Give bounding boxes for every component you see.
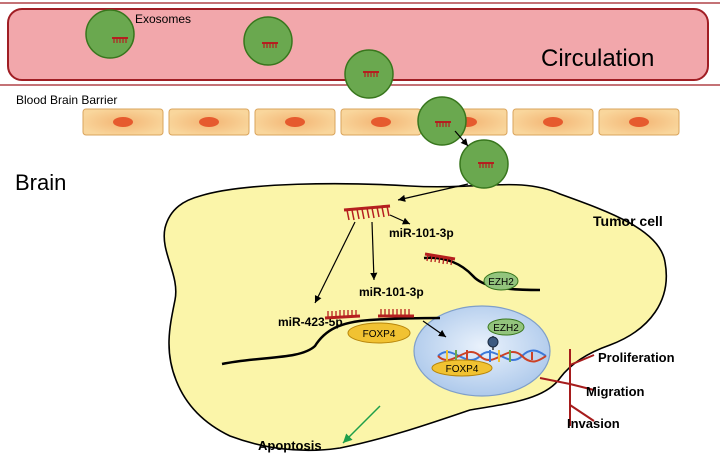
exosome [417,96,467,146]
mirna-upper-duplex [424,252,456,266]
tumor-cell-label: Tumor cell [593,213,663,229]
mir101-lower-label: miR-101-3p [359,285,424,299]
arrow-into-nucleus [422,320,447,338]
exosome [459,139,509,189]
proliferation-label: Proliferation [598,350,675,365]
ezh2-nucleus [487,318,525,336]
circulation-label: Circulation [541,45,654,72]
inhibition-bracket [539,349,595,426]
ezh2-cytoplasm [483,271,519,291]
foxp4-nucleus [431,359,493,377]
dna-helix [437,349,547,363]
exosomes-label: Exosomes [135,12,191,26]
mir101-upper-label: miR-101-3p [389,226,454,240]
endothelial-cell [340,108,422,136]
mir101-lower-duplex [378,309,414,318]
invasion-label: Invasion [567,416,620,431]
foxp4-cytoplasm-label: FOXP4 [363,329,396,340]
arrow-exosome-cross [454,130,469,147]
methyl-mark-icon [487,336,499,350]
arrow-to-mir423 [314,221,356,304]
arrow-to-mir101-upper [389,214,411,225]
exosome [344,49,394,99]
ezh2-nucleus-label: EZH2 [493,323,519,334]
foxp4-mrna-strand [221,316,441,366]
migration-label: Migration [586,384,645,399]
foxp4-nucleus-label: FOXP4 [446,364,479,375]
endothelial-cell [82,108,164,136]
bbb-label: Blood Brain Barrier [16,93,117,107]
ezh2-cytoplasm-label: EZH2 [488,277,514,288]
endothelial-cell [168,108,250,136]
apoptosis-label: Apoptosis [258,438,322,453]
endothelial-cell [598,108,680,136]
ezh2-mrna-strand [423,256,541,292]
mirna-cluster [343,204,391,221]
endothelial-cells [82,108,680,136]
arrow-to-mir101-lower [370,221,378,281]
arrow-exosome-release [397,183,469,202]
apoptosis-arrow [342,405,381,444]
brain-label: Brain [15,170,66,195]
endothelial-cell [512,108,594,136]
mir423-duplex [324,310,361,320]
exosome [243,16,293,66]
exosome [85,9,135,59]
foxp4-cytoplasm [347,322,411,344]
endothelial-cell [254,108,336,136]
